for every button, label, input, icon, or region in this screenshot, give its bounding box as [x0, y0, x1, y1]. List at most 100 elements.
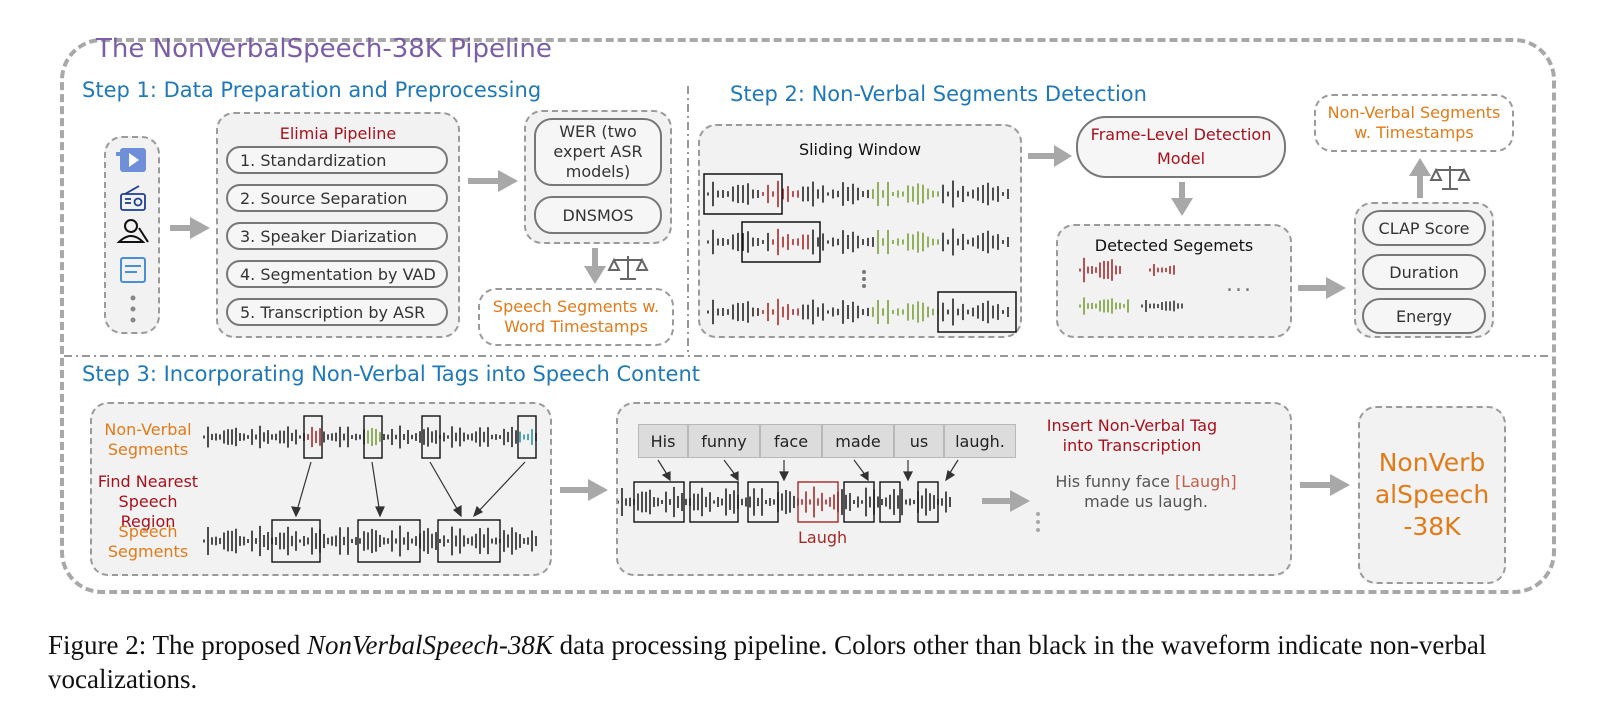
- sp-box-1: [271, 519, 321, 563]
- document-icon: [120, 257, 146, 283]
- more-icon: [130, 295, 136, 323]
- energy-score: Energy: [1362, 298, 1486, 334]
- sliding-window-title: Sliding Window: [798, 140, 922, 159]
- video-icon: [116, 148, 146, 172]
- nv-box-3: [421, 415, 441, 459]
- scores-box: CLAP Score Duration Energy: [1354, 202, 1494, 338]
- word-box-made: [843, 481, 875, 523]
- pipeline-title: The NonVerbalSpeech-38K Pipeline: [96, 34, 552, 64]
- sliding-waveform-3: [707, 298, 1009, 326]
- sp-box-2: [357, 519, 421, 563]
- laugh-label: Laugh: [798, 528, 848, 547]
- nonverbal-segments-label: Non-Verbal Segments: [104, 420, 192, 459]
- nv-box-2: [363, 415, 383, 459]
- arrow-model-to-detected: [1171, 182, 1193, 216]
- final-dataset-label: NonVerbalSpeech-38K: [1374, 448, 1490, 541]
- tagged-transcription: His funny face [Laugh] made us laugh.: [1036, 472, 1256, 512]
- insert-tag-box: His funny face made us laugh.: [616, 402, 1292, 576]
- arrow-elimia-to-filters: [468, 170, 518, 192]
- word-made: made: [822, 424, 894, 458]
- sp-box-3: [437, 519, 501, 563]
- elimia-title: Elimia Pipeline: [279, 124, 397, 143]
- radio-icon: [120, 185, 146, 211]
- vertical-ellipsis-icon: [862, 270, 866, 288]
- arrow-window-to-model: [1028, 145, 1072, 167]
- nonverbal-segments-output: Non-Verbal Segments w. Timestamps: [1314, 94, 1514, 152]
- arrow-region-to-insert: [560, 479, 608, 501]
- word-align-arrows: [657, 459, 959, 482]
- window-frame-2: [741, 221, 821, 263]
- transcript-pre: His funny face: [1055, 472, 1170, 491]
- detected-ellipsis: ...: [1226, 272, 1253, 297]
- pipeline-container: [60, 38, 1556, 594]
- step1-title: Step 1: Data Preparation and Preprocessi…: [82, 78, 542, 102]
- vertical-ellipsis-icon: [1036, 512, 1040, 532]
- sliding-waveform-1: [707, 180, 1009, 208]
- detected-waveform-4: [1141, 300, 1183, 312]
- elimia-step-segmentation: 4. Segmentation by VAD: [226, 260, 448, 288]
- dnsmos-filter: DNSMOS: [534, 196, 662, 234]
- word-box-face: [747, 481, 779, 523]
- balance-scale-icon: [1429, 166, 1471, 190]
- nearest-arrows: [291, 461, 526, 518]
- window-frame-3: [937, 291, 1017, 333]
- speech-segments-output-label: Speech Segments w. Word Timestamps: [492, 297, 660, 336]
- wer-filter: WER (two expert ASR models): [534, 118, 662, 186]
- detected-waveform-1: [1079, 257, 1121, 283]
- arrow-insert-to-final: [1300, 474, 1350, 496]
- word-box-laugh: [917, 481, 939, 523]
- arrow-detected-to-scores: [1298, 277, 1346, 299]
- caption-name: NonVerbalSpeech-38K: [306, 630, 553, 660]
- caption-suffix: data processing pipeline. Colors other t…: [48, 630, 1487, 694]
- arrow-scores-to-output: [1409, 158, 1431, 198]
- speech-segments-label: Speech Segments: [107, 522, 189, 561]
- nv-box-1: [303, 415, 323, 459]
- transcript-tag: [Laugh]: [1175, 472, 1237, 491]
- word-laugh: laugh.: [944, 424, 1016, 458]
- word-box-his: [633, 481, 685, 523]
- sliding-window-box: Sliding Window: [698, 124, 1022, 338]
- podcast-icon: [116, 219, 149, 243]
- arrow-sources-to-elimia: [170, 217, 210, 239]
- nearest-region-waveforms: [203, 415, 537, 563]
- detected-waveform-2: [1149, 264, 1175, 276]
- elimia-pipeline-box: Elimia Pipeline 1. Standardization 2. So…: [216, 112, 460, 338]
- final-dataset-box: NonVerbalSpeech-38K: [1358, 406, 1506, 584]
- elimia-step-source-separation: 2. Source Separation: [226, 184, 448, 212]
- insert-tag-waveform: [618, 459, 1040, 532]
- sliding-window-waveforms: [703, 173, 1017, 333]
- word-his: His: [638, 424, 688, 458]
- nv-box-4: [517, 415, 537, 459]
- balance-scale-icon: [607, 256, 649, 280]
- insert-tag-title: Insert Non-Verbal Tag into Transcription: [1046, 416, 1218, 455]
- elimia-step-transcription: 5. Transcription by ASR: [226, 298, 448, 326]
- source-icons: [116, 148, 149, 323]
- filters-box: WER (two expert ASR models) DNSMOS: [524, 110, 672, 244]
- step3-title: Step 3: Incorporating Non-Verbal Tags in…: [82, 362, 701, 386]
- frame-level-detection-model: Frame-Level Detection Model: [1076, 116, 1286, 178]
- detected-segments-waveforms: [1079, 257, 1183, 315]
- laugh-box: [797, 481, 839, 523]
- clap-score: CLAP Score: [1362, 210, 1486, 246]
- speech-segments-output: Speech Segments w. Word Timestamps: [478, 288, 674, 346]
- detected-segments-box: Detected Segemets ...: [1056, 224, 1292, 338]
- word-box-funny: [689, 481, 739, 523]
- sliding-waveform-2: [707, 228, 1009, 256]
- word-us: us: [894, 424, 944, 458]
- word-face: face: [760, 424, 822, 458]
- word-box-us: [879, 481, 901, 523]
- caption-prefix: Figure 2: The proposed: [48, 630, 301, 660]
- transcript-post: made us laugh.: [1084, 492, 1208, 511]
- insert-arrow: [982, 490, 1030, 512]
- duration-score: Duration: [1362, 254, 1486, 290]
- word-funny: funny: [688, 424, 760, 458]
- elimia-step-speaker-diarization: 3. Speaker Diarization: [226, 222, 448, 250]
- nearest-region-box: Non-Verbal Segments Find Nearest Speech …: [90, 402, 552, 576]
- find-nearest-label: Find Nearest Speech Region: [97, 472, 199, 531]
- detected-waveform-3: [1079, 297, 1129, 315]
- figure-caption: Figure 2: The proposed NonVerbalSpeech-3…: [48, 628, 1588, 696]
- detected-segments-title: Detected Segemets: [1094, 236, 1254, 255]
- arrow-filters-to-output: [584, 248, 606, 284]
